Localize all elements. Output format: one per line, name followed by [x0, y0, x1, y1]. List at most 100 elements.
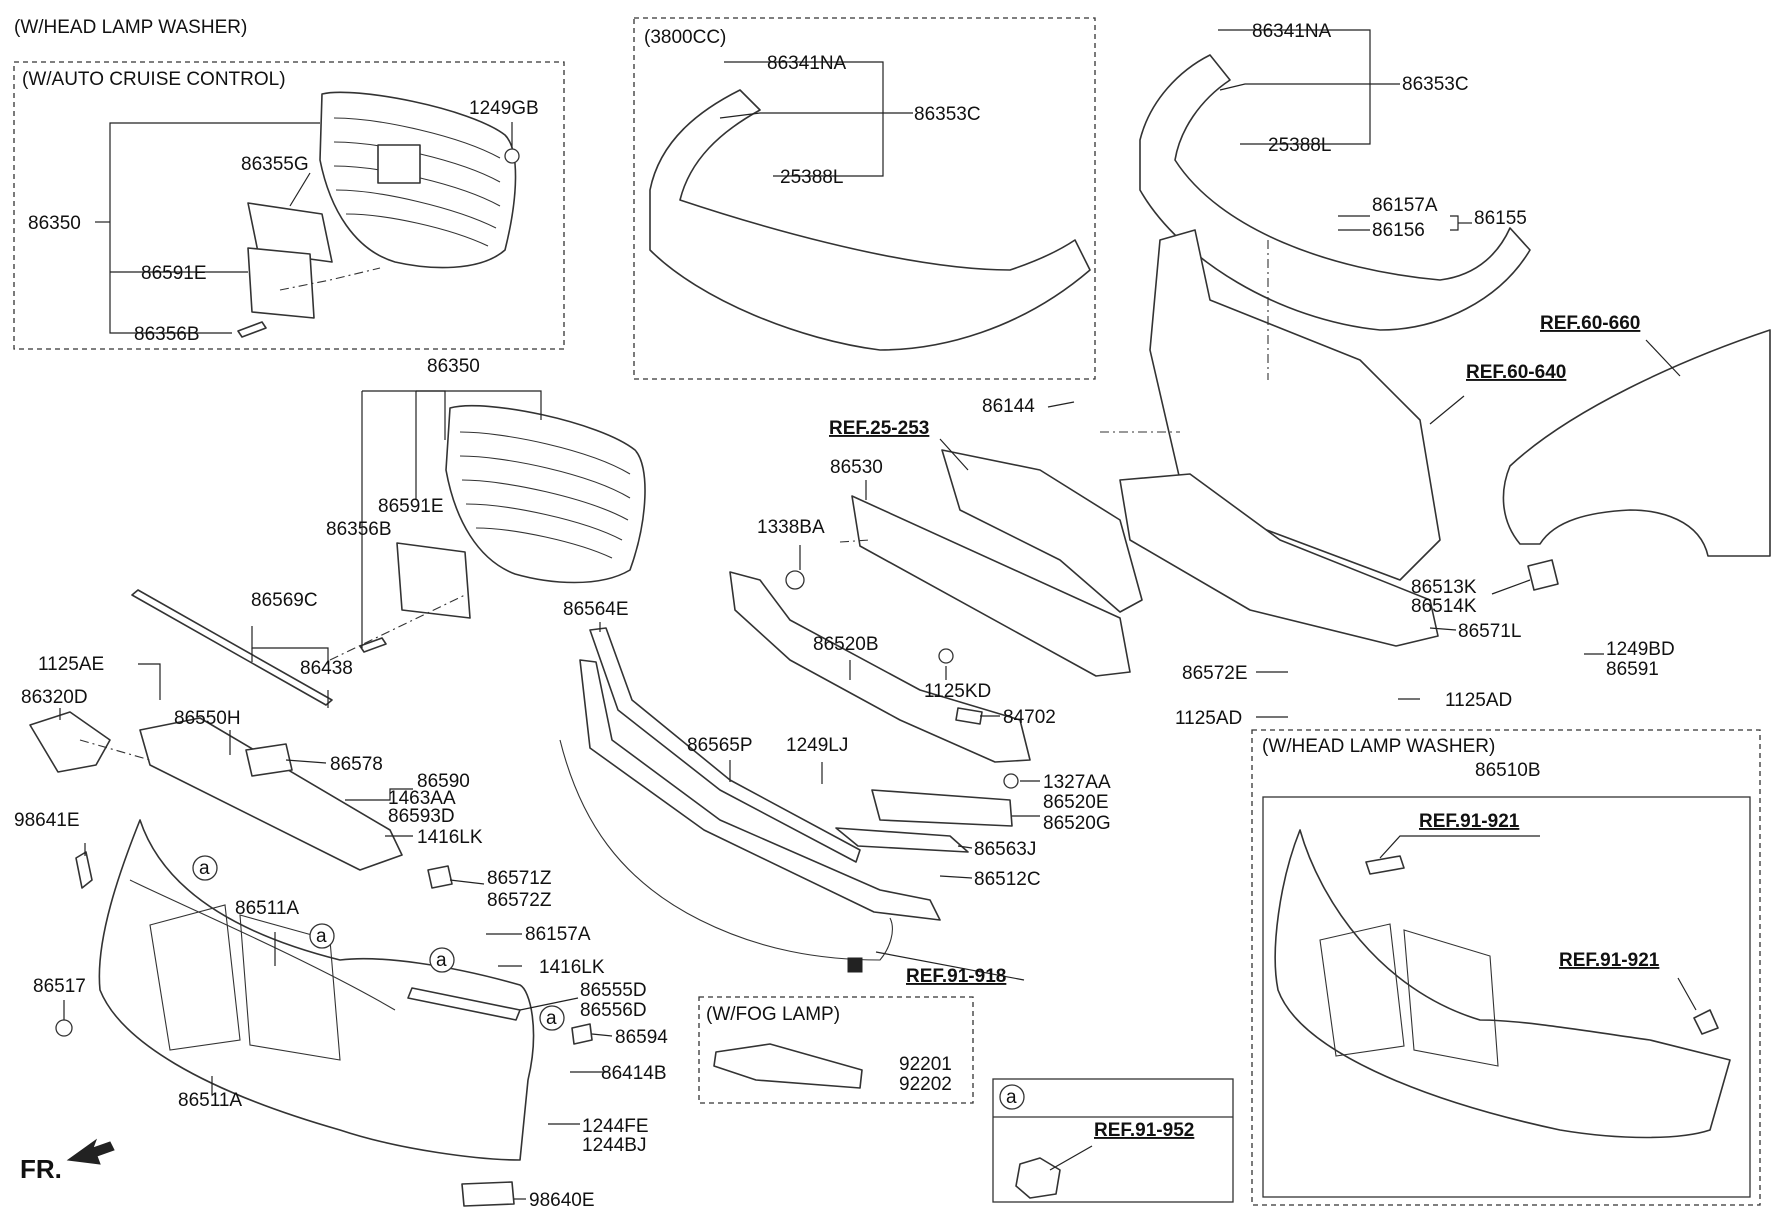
marker-a-2 — [309, 923, 335, 949]
label-86571z: 86571Z — [487, 868, 552, 889]
label-25388l-a: 25388L — [780, 167, 843, 188]
garnish-86520e — [871, 789, 1013, 827]
ref-60-640: REF.60-640 — [1466, 362, 1566, 383]
label-86591e-b: 86591E — [378, 496, 444, 517]
parking-sensor — [1015, 1157, 1061, 1199]
bumper-with-washer — [1274, 829, 1731, 1139]
upper-cover-right — [1139, 54, 1531, 331]
fog-lamp-title: (W/FOG LAMP) — [706, 1004, 840, 1025]
label-86520g: 86520G — [1043, 813, 1111, 834]
marker-a-3 — [429, 947, 455, 973]
label-92201: 92201 — [899, 1054, 952, 1075]
sensor-bracket-86355g — [247, 202, 333, 263]
screw-86356b-b — [359, 637, 387, 653]
label-86155: 86155 — [1474, 208, 1527, 229]
nut-1327aa — [1003, 773, 1019, 789]
label-86530: 86530 — [830, 457, 883, 478]
label-84702: 84702 — [1003, 707, 1056, 728]
marker-a-2-label: a — [316, 926, 327, 947]
washer-box-title: (W/HEAD LAMP WASHER) — [1262, 736, 1495, 757]
label-86510b: 86510B — [1475, 760, 1541, 781]
cap-86517 — [55, 1019, 73, 1037]
engine-3800cc-box — [633, 17, 1096, 380]
label-86572z: 86572Z — [487, 890, 552, 911]
label-92202: 92202 — [899, 1074, 952, 1095]
harness-connector — [847, 957, 863, 973]
label-86350-a: 86350 — [28, 213, 81, 234]
label-86513k: 86513K — [1411, 577, 1477, 598]
part-labels: 86350 1249GB 86355G 86591E 86356B 86350 … — [14, 21, 1675, 1211]
front-bumper-cover — [98, 819, 535, 1161]
bracket-86513k — [1527, 559, 1559, 591]
label-1125ad-a: 1125AD — [1445, 690, 1512, 711]
nut-1338ba — [785, 570, 805, 590]
marker-a-1 — [192, 855, 218, 881]
label-1463aa: 1463AA — [388, 788, 456, 809]
washer-nozzle-1 — [1365, 855, 1405, 875]
under-cover-86571l — [1119, 473, 1439, 647]
label-86511a-a: 86511A — [235, 898, 299, 919]
bracket-ref-25-253 — [941, 449, 1143, 613]
label-86563j: 86563J — [974, 839, 1036, 860]
label-1249lj: 1249LJ — [786, 735, 848, 756]
ref-91-952: REF.91-952 — [1094, 1120, 1194, 1141]
label-86157a-a: 86157A — [525, 924, 591, 945]
clip-86594 — [571, 1023, 593, 1045]
label-86594: 86594 — [615, 1027, 668, 1048]
label-1249gb: 1249GB — [469, 98, 539, 119]
engine-cover-3800cc — [649, 89, 1091, 351]
ref-91-921-b: REF.91-921 — [1559, 950, 1660, 971]
radiator-support — [1149, 229, 1441, 581]
alignment-lines — [79, 240, 1269, 761]
label-1249bd: 1249BD — [1606, 639, 1675, 660]
cover-86591e-b — [396, 542, 471, 619]
trim-86563j — [835, 827, 969, 853]
label-86341na-b: 86341NA — [1252, 21, 1332, 42]
label-86591e-a: 86591E — [141, 263, 207, 284]
label-84702 — [955, 707, 983, 725]
energy-absorber-86520b — [729, 571, 1031, 763]
label-1327aa: 1327AA — [1043, 772, 1111, 793]
label-86350-b: 86350 — [427, 356, 480, 377]
bumper-support-86550h — [139, 717, 403, 871]
lower-trim-86565p — [579, 659, 941, 921]
label-86356b-b: 86356B — [326, 519, 392, 540]
label-86438: 86438 — [300, 658, 353, 679]
bumper-beam-86530 — [851, 495, 1131, 677]
label-86356b-a: 86356B — [134, 324, 200, 345]
auto-cruise-box — [13, 61, 565, 350]
label-98641e: 98641E — [14, 810, 80, 831]
label-86564e: 86564E — [563, 599, 629, 620]
label-1416lk-b: 1416LK — [539, 957, 605, 978]
ref-91-918: REF.91-918 — [906, 966, 1006, 987]
label-86353c-b: 86353C — [1402, 74, 1469, 95]
emblem — [29, 711, 111, 773]
label-1125ae: 1125AE — [38, 654, 104, 675]
fog-lamp-unit — [713, 1043, 863, 1089]
detail-a-marker-label: a — [1006, 1087, 1017, 1108]
engine-3800cc-title: (3800CC) — [644, 27, 726, 48]
front-arrow-icon — [66, 1138, 115, 1165]
label-86520b: 86520B — [813, 634, 879, 655]
label-86157a-b: 86157A — [1372, 195, 1438, 216]
ref-91-921-a: REF.91-921 — [1419, 811, 1520, 832]
bolt-1125kd — [938, 648, 954, 664]
label-86571l: 86571L — [1458, 621, 1521, 642]
label-1416lk-a: 1416LK — [417, 827, 483, 848]
side-marker-98641e — [75, 851, 93, 889]
leader-lines — [59, 29, 1697, 1200]
head-lamp-washer-inner-frame — [1262, 796, 1751, 1198]
reference-labels: REF.60-660 REF.60-640 REF.25-253 REF.91-… — [829, 313, 1660, 1141]
front-fender — [1502, 329, 1771, 557]
label-86355g: 86355G — [241, 154, 309, 175]
head-lamp-washer-title: (W/HEAD LAMP WASHER) — [14, 17, 247, 38]
ref-60-660: REF.60-660 — [1540, 313, 1640, 334]
label-25388l-b: 25388L — [1268, 135, 1331, 156]
label-98640e: 98640E — [529, 1190, 595, 1211]
fog-lamp-box — [698, 996, 974, 1104]
bracket-86578 — [245, 743, 293, 777]
marker-a-1-label: a — [199, 858, 210, 879]
screw-86356b-a — [237, 321, 267, 338]
label-86156: 86156 — [1372, 220, 1425, 241]
